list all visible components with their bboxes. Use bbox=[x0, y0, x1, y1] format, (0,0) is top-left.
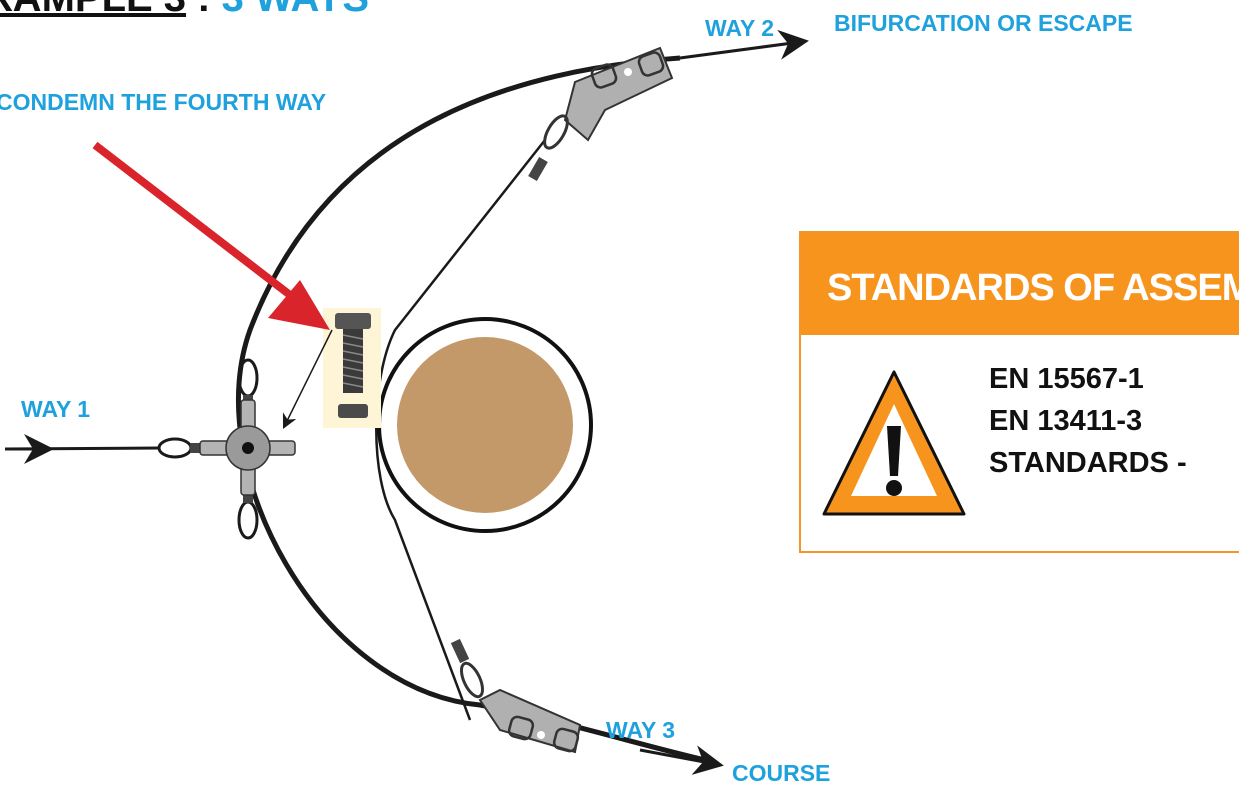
way1-label: WAY 1 bbox=[21, 396, 91, 422]
way2-label: WAY 2 bbox=[705, 15, 775, 41]
standard-line-3: STANDARDS - bbox=[989, 447, 1187, 479]
bifurcation-label: BIFURCATION OR ESCAPE bbox=[834, 10, 1133, 36]
assembly-diagram bbox=[4, 29, 809, 775]
shackle-icon-bottom bbox=[450, 638, 485, 699]
condemn-label: CONDEMN THE FOURTH WAY bbox=[0, 89, 327, 115]
red-arrow-icon bbox=[92, 141, 330, 330]
tree-cable bbox=[375, 139, 546, 721]
bolt-pointer bbox=[282, 329, 333, 430]
tree-trunk bbox=[397, 337, 573, 513]
way3-arrow bbox=[639, 745, 724, 775]
way3-label: WAY 3 bbox=[606, 717, 676, 743]
page-title: XAMPLE 3 : 3 WAYS bbox=[0, 0, 369, 21]
way2-arrow bbox=[679, 29, 809, 60]
standards-panel: STANDARDS OF ASSEM EN 15567-1 EN 13411-3… bbox=[799, 231, 1252, 553]
plate-icon-top bbox=[563, 46, 674, 142]
standard-line-1: EN 15567-1 bbox=[989, 363, 1144, 395]
standards-title: STANDARDS OF ASSEM bbox=[827, 267, 1252, 309]
title-main: XAMPLE 3 bbox=[0, 0, 186, 20]
plate-icon-bottom bbox=[478, 688, 582, 754]
shackle-icon-top bbox=[528, 114, 569, 182]
connector-ring-icon bbox=[199, 399, 296, 496]
course-label: COURSE bbox=[732, 760, 831, 786]
standards-header: STANDARDS OF ASSEM bbox=[801, 233, 1252, 335]
bolt-icon bbox=[323, 308, 381, 428]
standard-line-2: EN 13411-3 bbox=[989, 405, 1143, 437]
title-separator: : bbox=[186, 0, 222, 20]
title-accent: 3 WAYS bbox=[222, 0, 369, 20]
warning-icon bbox=[822, 370, 966, 516]
